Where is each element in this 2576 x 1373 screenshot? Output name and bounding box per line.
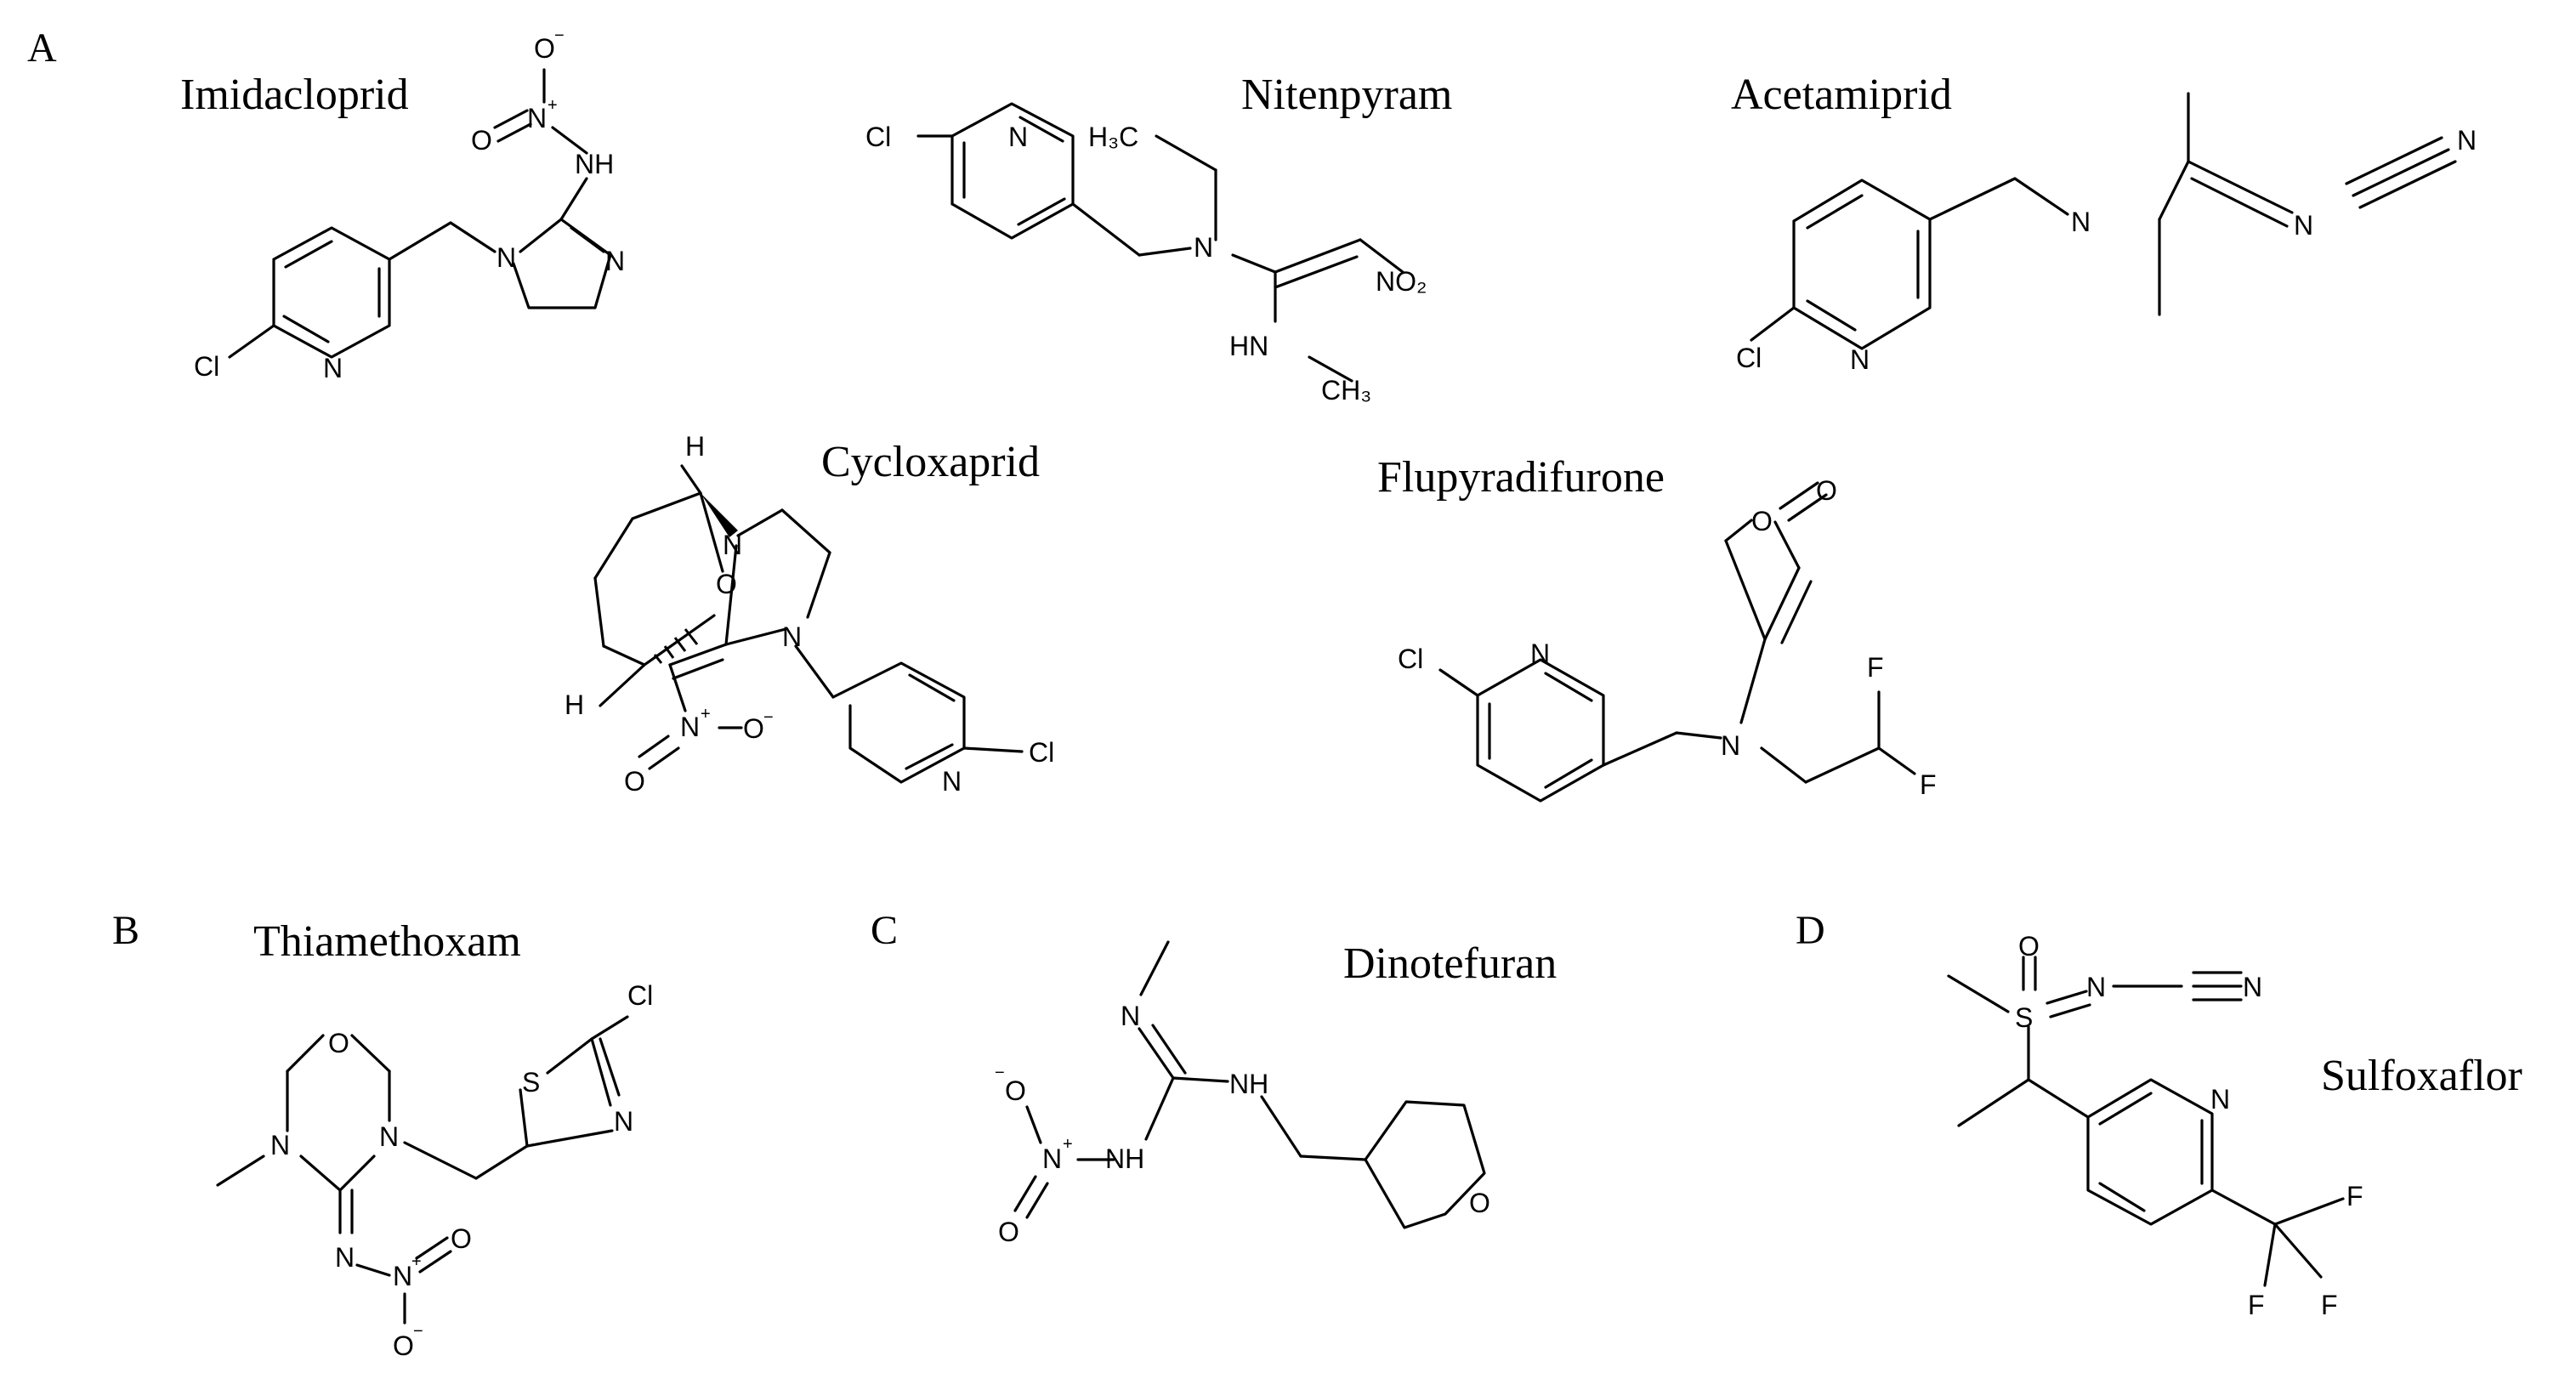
- atom-n: N: [723, 530, 742, 560]
- structure-thiamethoxam: O N N N N + O O − S N Cl: [216, 980, 653, 1361]
- charge-minus: −: [554, 26, 565, 45]
- atom-n: N: [942, 766, 962, 797]
- atom-o: O: [1005, 1075, 1026, 1106]
- atom-n: N: [1121, 1001, 1140, 1031]
- atom-o: O: [471, 125, 492, 156]
- atom-o: O: [1751, 506, 1773, 536]
- atom-nh: NH: [1105, 1143, 1144, 1174]
- structure-sulfoxaflor: O S N N N F F F: [1947, 931, 2363, 1320]
- atom-n: N: [323, 353, 343, 383]
- charge-plus: +: [701, 705, 711, 723]
- atom-n: N: [1530, 638, 1550, 669]
- atom-o: O: [1469, 1188, 1490, 1218]
- atom-cl: Cl: [1736, 343, 1762, 373]
- structure-acetamiprid: Cl N N N N: [1736, 92, 2477, 375]
- atom-n: N: [527, 103, 547, 133]
- charge-minus: −: [413, 1322, 423, 1341]
- atom-f: F: [2321, 1290, 2338, 1320]
- atom-h: H: [565, 689, 584, 720]
- atom-h3c: H₃C: [1088, 122, 1138, 152]
- atom-n: N: [605, 246, 625, 276]
- atom-n: N: [1850, 344, 1870, 375]
- atom-cl: Cl: [194, 351, 219, 382]
- atom-o: O: [624, 766, 645, 797]
- name-flupyradifurone: Flupyradifurone: [1377, 453, 1665, 502]
- atom-o: O: [1816, 475, 1837, 506]
- atom-o: O: [2018, 931, 2040, 962]
- structure-flupyradifurone: Cl N N O O F F: [1398, 475, 1937, 803]
- atom-n: N: [2071, 207, 2091, 237]
- atom-s: S: [522, 1067, 540, 1098]
- panel-label-d: D: [1796, 908, 1825, 953]
- atom-n: N: [2210, 1084, 2230, 1115]
- charge-plus: +: [1063, 1135, 1073, 1154]
- charge-minus: −: [995, 1064, 1005, 1082]
- name-acetamiprid: Acetamiprid: [1731, 71, 1952, 119]
- atom-o: O: [451, 1223, 472, 1254]
- atom-no2: NO₂: [1376, 266, 1427, 297]
- atom-cl: Cl: [1398, 644, 1423, 674]
- atom-o: O: [998, 1217, 1019, 1247]
- atom-cl: Cl: [1029, 737, 1054, 768]
- atom-o: O: [393, 1330, 414, 1361]
- atom-n: N: [270, 1130, 290, 1160]
- atom-n: N: [2086, 972, 2106, 1002]
- atom-n: N: [393, 1261, 412, 1291]
- charge-minus: −: [763, 708, 774, 727]
- atom-n: N: [2294, 210, 2313, 241]
- atom-cl: Cl: [865, 122, 891, 152]
- atom-o: O: [716, 569, 737, 599]
- atom-n: N: [614, 1106, 633, 1137]
- structure-nitenpyram: Cl N H₃C N NO₂ HN CH₃: [865, 102, 1427, 406]
- name-sulfoxaflor: Sulfoxaflor: [2321, 1052, 2522, 1100]
- atom-ch3: CH₃: [1321, 375, 1371, 406]
- atom-n: N: [335, 1242, 355, 1273]
- atom-cl: Cl: [627, 980, 653, 1011]
- structure-dinotefuran: N NH NH N + O − O O: [995, 940, 1490, 1247]
- atom-n: N: [496, 242, 516, 273]
- atom-f: F: [1920, 769, 1937, 800]
- name-nitenpyram: Nitenpyram: [1241, 71, 1452, 119]
- atom-n: N: [1194, 232, 1213, 263]
- atom-f: F: [2346, 1181, 2363, 1211]
- charge-plus: +: [548, 96, 558, 115]
- atom-n: N: [2457, 125, 2477, 156]
- atom-h: H: [685, 431, 705, 462]
- panel-label-a: A: [27, 26, 57, 71]
- atom-n: N: [782, 621, 802, 652]
- panel-label-c: C: [871, 908, 898, 953]
- panel-label-b: B: [112, 908, 139, 953]
- structure-imidacloprid: Cl N N N NH N + O O −: [194, 26, 625, 383]
- atom-o: O: [743, 713, 764, 744]
- atom-o: O: [328, 1028, 349, 1058]
- structure-cycloxaprid: H N O N H N + O O − N Cl: [565, 431, 1054, 797]
- atom-f: F: [2248, 1290, 2265, 1320]
- atom-o: O: [534, 33, 555, 64]
- atom-n: N: [680, 712, 700, 742]
- atom-n: N: [1042, 1143, 1062, 1174]
- atom-n: N: [2243, 972, 2262, 1002]
- atom-f: F: [1867, 652, 1884, 683]
- atom-s: S: [2015, 1002, 2033, 1033]
- name-imidacloprid: Imidacloprid: [180, 71, 409, 119]
- atom-nh: NH: [575, 149, 614, 179]
- charge-plus: +: [411, 1252, 422, 1271]
- atom-n: N: [1008, 122, 1028, 152]
- atom-nh: NH: [1229, 1069, 1268, 1099]
- atom-hn: HN: [1229, 331, 1268, 361]
- atom-n: N: [1721, 730, 1740, 761]
- name-cycloxaprid: Cycloxaprid: [821, 438, 1040, 486]
- name-dinotefuran: Dinotefuran: [1343, 939, 1557, 988]
- atom-n: N: [379, 1121, 399, 1152]
- name-thiamethoxam: Thiamethoxam: [253, 917, 521, 966]
